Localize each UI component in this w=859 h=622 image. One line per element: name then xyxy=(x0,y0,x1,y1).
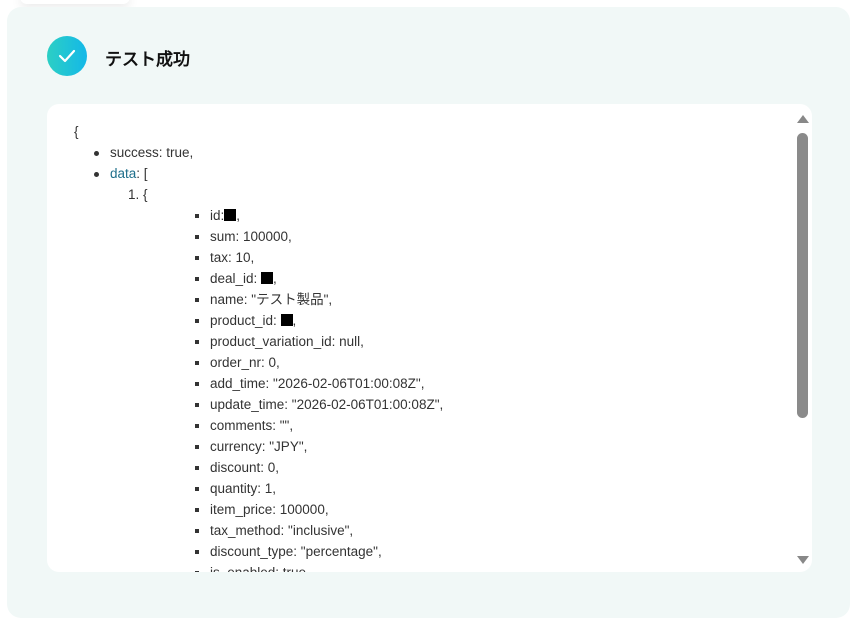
redacted-value xyxy=(280,314,293,326)
scroll-up-arrow-icon[interactable] xyxy=(797,115,809,123)
field-text: discount_type: "percentage", xyxy=(210,544,382,559)
field-text: deal_id: xyxy=(210,271,262,286)
data-key-link[interactable]: data xyxy=(110,166,137,181)
json-open-brace: { xyxy=(74,124,79,139)
json-success: success: true, xyxy=(74,142,443,163)
scrollbar-thumb[interactable] xyxy=(797,133,808,418)
field-text: item_price: 100000, xyxy=(210,502,329,517)
field-text: is_enabled: true, xyxy=(210,565,310,572)
field-suffix: , xyxy=(273,271,277,286)
field-suffix: , xyxy=(236,208,241,223)
field-text: discount: 0, xyxy=(210,460,280,475)
json-field: quantity: 1, xyxy=(74,478,443,499)
data-bracket: : [ xyxy=(136,166,148,181)
field-text: id: xyxy=(210,208,225,223)
field-text: quantity: 1, xyxy=(210,481,277,496)
test-result-panel: テスト成功 { success: true, data: [ 1. { id:,… xyxy=(7,7,850,618)
json-field: product_id: , xyxy=(74,310,443,331)
json-field: tax: 10, xyxy=(74,247,443,268)
field-text: tax: 10, xyxy=(210,250,255,265)
json-field: update_time: "2026-02-06T01:00:08Z", xyxy=(74,394,443,415)
json-field: is_enabled: true, xyxy=(74,562,443,572)
json-field: currency: "JPY", xyxy=(74,436,443,457)
json-item-open: 1. { xyxy=(74,184,443,205)
json-tree: { success: true, data: [ 1. { id:, sum: 1… xyxy=(74,121,443,572)
field-text: currency: "JPY", xyxy=(210,439,308,454)
field-text: order_nr: 0, xyxy=(210,355,280,370)
redacted-value xyxy=(261,272,274,284)
json-field: name: "テスト製品", xyxy=(74,289,443,310)
json-field: add_time: "2026-02-06T01:00:08Z", xyxy=(74,373,443,394)
json-field: item_price: 100000, xyxy=(74,499,443,520)
json-field: order_nr: 0, xyxy=(74,352,443,373)
json-field: tax_method: "inclusive", xyxy=(74,520,443,541)
json-data: data: [ xyxy=(74,163,443,184)
field-text: comments: "", xyxy=(210,418,294,433)
field-text: sum: 100000, xyxy=(210,229,292,244)
field-suffix: , xyxy=(292,313,297,328)
json-field: deal_id: , xyxy=(74,268,443,289)
json-output-box: { success: true, data: [ 1. { id:, sum: 1… xyxy=(47,104,812,572)
json-field: id:, xyxy=(74,205,443,226)
json-field: product_variation_id: null, xyxy=(74,331,443,352)
json-field: comments: "", xyxy=(74,415,443,436)
item-index: 1. { xyxy=(128,187,148,202)
field-text: tax_method: "inclusive", xyxy=(210,523,354,538)
redacted-value xyxy=(224,209,237,221)
scroll-down-arrow-icon[interactable] xyxy=(797,556,809,564)
json-field: discount_type: "percentage", xyxy=(74,541,443,562)
json-field: sum: 100000, xyxy=(74,226,443,247)
field-text: name: "テスト製品", xyxy=(210,292,333,307)
field-text: update_time: "2026-02-06T01:00:08Z", xyxy=(210,397,444,412)
field-text: add_time: "2026-02-06T01:00:08Z", xyxy=(210,376,425,391)
check-circle-icon xyxy=(47,36,87,76)
card-shadow xyxy=(20,0,130,4)
json-field: discount: 0, xyxy=(74,457,443,478)
field-text: product_variation_id: null, xyxy=(210,334,364,349)
result-title: テスト成功 xyxy=(105,50,190,69)
scrollbar[interactable] xyxy=(795,112,811,567)
field-text: product_id: xyxy=(210,313,281,328)
